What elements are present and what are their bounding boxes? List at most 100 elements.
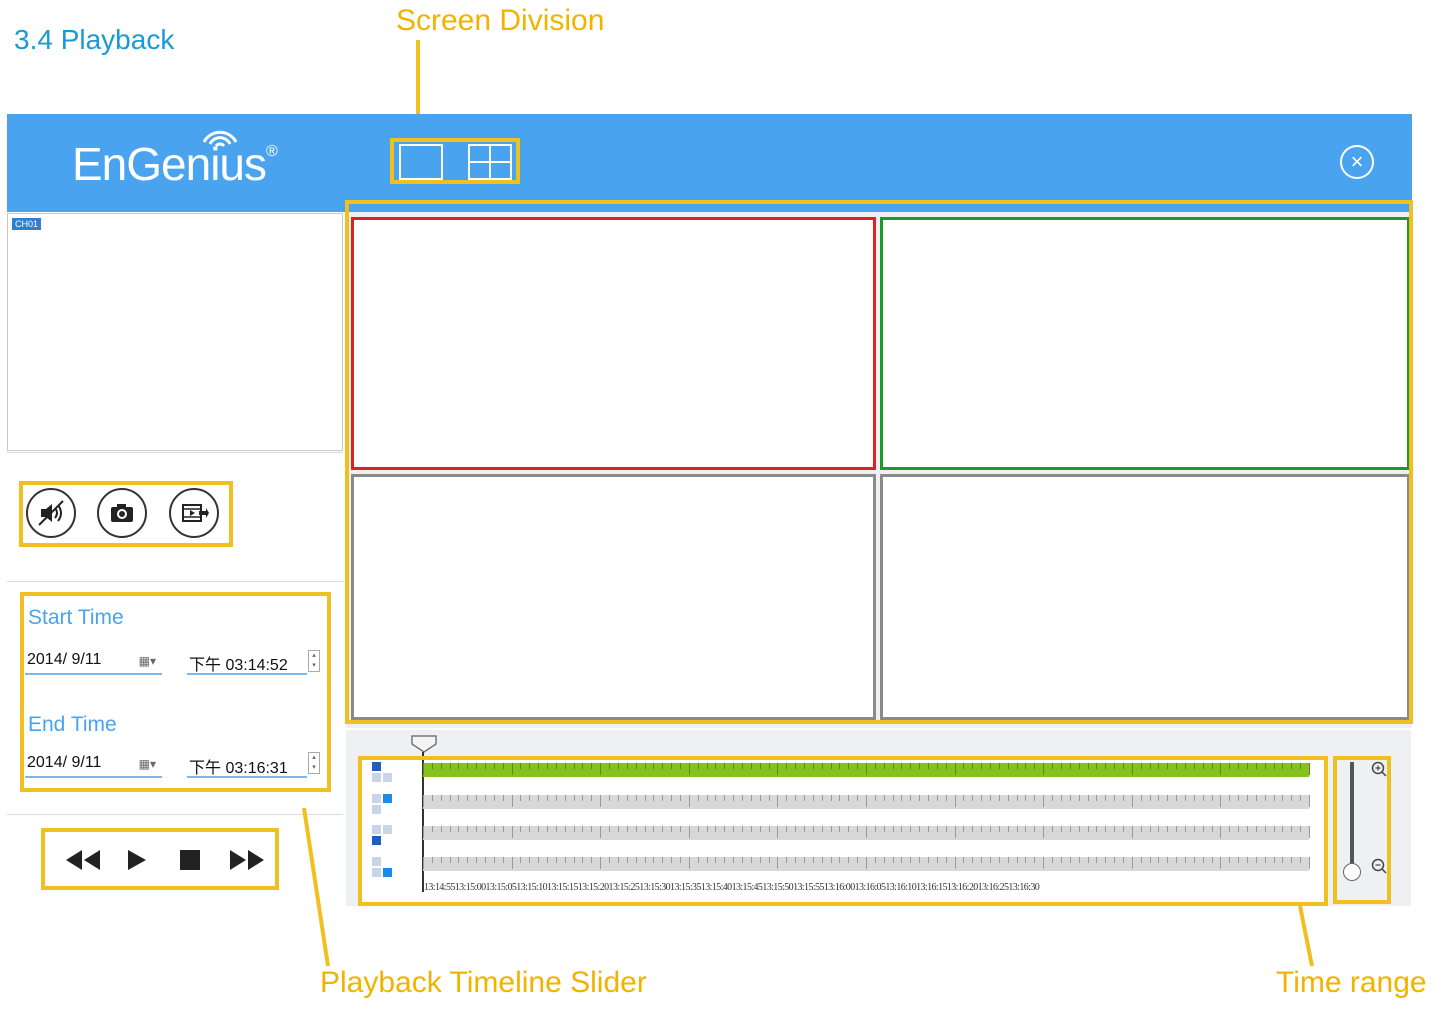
- timeline-tick: [901, 763, 903, 769]
- timeline-tick: [458, 857, 460, 863]
- zoom-slider-track[interactable]: [1350, 762, 1354, 872]
- mute-button[interactable]: [26, 488, 76, 538]
- timeline-tick: [786, 763, 788, 769]
- fast-forward-button[interactable]: [228, 848, 266, 872]
- timeline-tick: [697, 857, 699, 863]
- timeline-tick: [520, 763, 522, 769]
- timeline-track-4[interactable]: [423, 857, 1310, 871]
- start-time-field[interactable]: 下午 03:14:52: [187, 651, 307, 675]
- timeline-tick: [449, 795, 451, 801]
- timeline-tick: [1211, 826, 1213, 832]
- timeline-tick: [1193, 826, 1195, 832]
- timeline-tick: [1238, 826, 1240, 832]
- timeline-tick: [582, 826, 584, 832]
- timeline-tick: [591, 857, 593, 863]
- timeline-tick: [1043, 763, 1045, 775]
- timeline-playhead[interactable]: [422, 752, 424, 892]
- timeline-tick: [423, 763, 424, 775]
- timeline-tick: [644, 795, 646, 801]
- snapshot-button[interactable]: [97, 488, 147, 538]
- highlight-screen-division: [390, 138, 520, 184]
- timeline-tick: [910, 857, 912, 863]
- timeline-tick: [538, 826, 540, 832]
- timeline-tick: [1167, 763, 1169, 769]
- video-cell-2[interactable]: [880, 217, 1410, 470]
- timeline-tick: [644, 857, 646, 863]
- timeline-tick: [1087, 795, 1089, 801]
- channel-indicator: [383, 773, 392, 782]
- timeline-tick: [1300, 763, 1302, 769]
- end-date-field[interactable]: 2014/ 9/11 ▦▾: [25, 754, 162, 778]
- timeline-tick: [963, 795, 965, 801]
- end-time-spinner[interactable]: ▴▾: [308, 752, 320, 774]
- timeline-tick: [1052, 857, 1054, 863]
- timeline-tick: [1193, 795, 1195, 801]
- timeline-track-3[interactable]: [423, 826, 1310, 840]
- timeline-tick: [617, 857, 619, 863]
- calendar-dropdown-icon[interactable]: ▦▾: [138, 757, 156, 771]
- timeline-tick: [1238, 857, 1240, 863]
- video-cell-4[interactable]: [880, 474, 1410, 720]
- timeline-tick: [662, 826, 664, 832]
- timeline-tick: [520, 826, 522, 832]
- timeline-tick: [777, 826, 779, 838]
- timeline-tick: [1149, 826, 1151, 832]
- timeline-track-1[interactable]: [423, 763, 1310, 777]
- single-view-button[interactable]: [399, 144, 443, 180]
- calendar-dropdown-icon[interactable]: ▦▾: [138, 654, 156, 668]
- timeline-tick: [679, 763, 681, 769]
- timeline-tick: [821, 763, 823, 769]
- channel-indicator: [372, 773, 381, 782]
- timeline-tick: [1255, 857, 1257, 863]
- record-button[interactable]: [169, 488, 219, 538]
- timeline-tick: [1114, 826, 1116, 832]
- timeline-tick: [1246, 795, 1248, 801]
- timeline-tick: [547, 795, 549, 801]
- timeline-tick: [529, 826, 531, 832]
- timeline-tick: [901, 795, 903, 801]
- timeline-tick: [1176, 857, 1178, 863]
- timeline-tick: [803, 763, 805, 769]
- video-cell-1[interactable]: [351, 217, 876, 470]
- timeline-tick: [511, 795, 513, 807]
- zoom-in-icon[interactable]: [1370, 760, 1388, 778]
- timeline-tick: [919, 857, 921, 863]
- timeline-tick: [520, 795, 522, 801]
- timeline-tick: [954, 826, 956, 838]
- timeline-tick: [936, 795, 938, 801]
- timeline-tick: [1096, 763, 1098, 769]
- timeline-tick: [1025, 826, 1027, 832]
- timeline-tick: [715, 763, 717, 769]
- timeline-tick: [520, 857, 522, 863]
- timeline-tick: [1184, 763, 1186, 769]
- close-button[interactable]: ×: [1340, 145, 1374, 179]
- timeline-tick: [440, 763, 442, 769]
- timeline-slider-handle[interactable]: [410, 734, 438, 754]
- timeline-track-2[interactable]: [423, 795, 1310, 809]
- timeline-tick: [786, 826, 788, 832]
- timeline-tick: [609, 763, 611, 769]
- rewind-button[interactable]: [64, 848, 102, 872]
- timeline-tick: [458, 826, 460, 832]
- zoom-out-icon[interactable]: [1370, 857, 1388, 875]
- quad-view-button[interactable]: [468, 144, 512, 180]
- timeline-tick: [1149, 857, 1151, 863]
- timeline-tick: [963, 763, 965, 769]
- start-date-field[interactable]: 2014/ 9/11 ▦▾: [25, 651, 162, 675]
- timeline-tick: [485, 795, 487, 801]
- timeline-tick: [573, 795, 575, 801]
- end-time-field[interactable]: 下午 03:16:31: [187, 754, 307, 778]
- zoom-slider-knob[interactable]: [1343, 863, 1361, 881]
- video-cell-3[interactable]: [351, 474, 876, 720]
- stop-button[interactable]: [179, 849, 201, 871]
- timeline-tick: [644, 826, 646, 832]
- timeline-tick: [671, 795, 673, 801]
- timeline-tick: [502, 857, 504, 863]
- play-button[interactable]: [125, 848, 149, 872]
- start-time-spinner[interactable]: ▴▾: [308, 650, 320, 672]
- channel-preview[interactable]: [7, 213, 343, 451]
- timeline-tick: [777, 857, 779, 869]
- timeline-tick: [759, 795, 761, 801]
- channel-indicator: [383, 794, 392, 803]
- camera-icon: [111, 504, 133, 522]
